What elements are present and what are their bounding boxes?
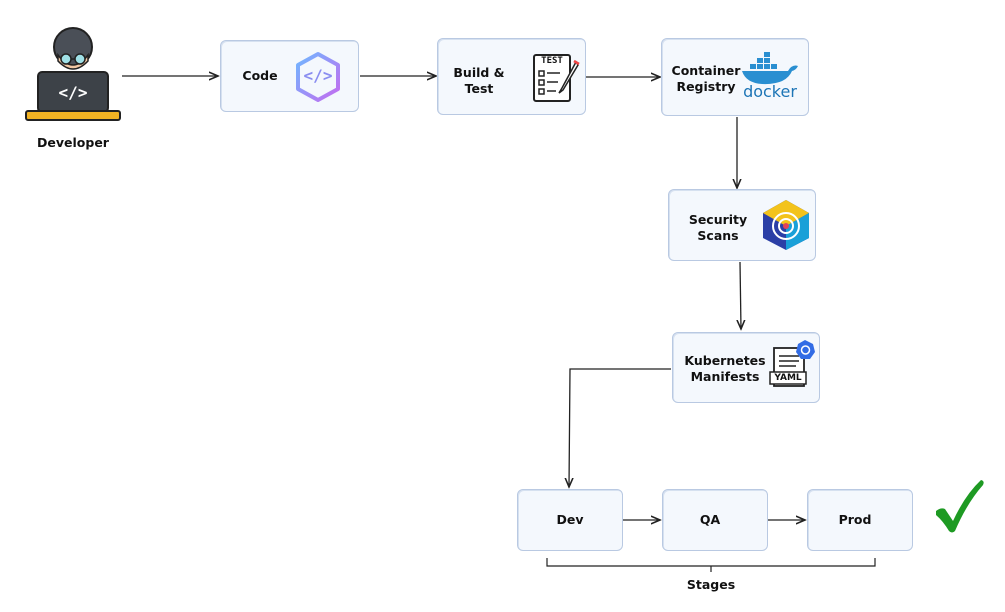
test-checklist-icon: TEST	[530, 52, 582, 104]
code-node	[220, 40, 359, 112]
stage-prod-node	[807, 489, 913, 551]
edge-security-k8s	[740, 261, 741, 329]
code-label: Code	[242, 68, 278, 83]
stage-qa-label: QA	[699, 512, 721, 527]
container-registry-label: Container Registry	[671, 63, 741, 94]
checkmark-icon	[933, 477, 985, 535]
security-scans-label: Security Scans	[688, 212, 748, 243]
stages-brace	[546, 558, 876, 572]
yaml-text: YAML	[774, 373, 802, 383]
build-test-label: Build & Test	[453, 65, 505, 96]
yaml-file-icon: YAML	[768, 340, 818, 392]
developer-label: Developer	[37, 135, 109, 150]
developer-icon: </>	[22, 25, 124, 125]
stage-dev-node	[517, 489, 623, 551]
stage-qa-node	[662, 489, 768, 551]
docker-icon: docker	[738, 52, 802, 102]
kubernetes-manifests-label: Kubernetes Manifests	[684, 353, 766, 384]
security-scan-icon	[760, 198, 812, 252]
code-glyph: </>	[303, 66, 333, 85]
stage-prod-label: Prod	[838, 512, 872, 527]
edge-k8s-dev	[569, 368, 671, 487]
code-icon: </>	[292, 51, 344, 103]
stages-label: Stages	[686, 577, 736, 592]
stage-dev-label: Dev	[556, 512, 584, 527]
laptop-glyph: </>	[58, 83, 88, 102]
test-sheet-text: TEST	[541, 56, 563, 66]
docker-wordmark: docker	[743, 82, 797, 101]
